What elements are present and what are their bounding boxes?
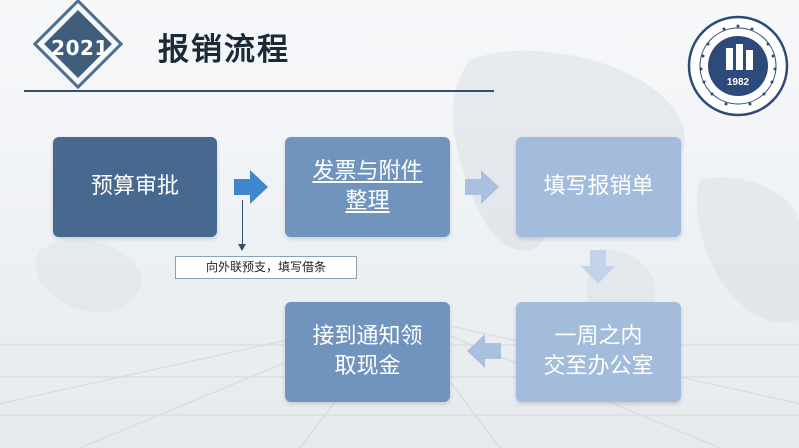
school-logo: 1982 [687,15,789,117]
step-label-line1: 一周之内 [554,324,643,349]
step-label-line1: 接到通知领 [312,324,423,349]
arrow-left-icon [467,334,501,368]
step-fill-form: 填写报销单 [516,137,681,237]
header-divider [24,90,494,92]
year-badge: 2021 [32,0,126,90]
step-label-line2: 取现金 [334,354,401,379]
step-label-line1: 发票与附件 [312,159,423,184]
note-connector [242,200,243,248]
step-submit-office: 一周之内 交至办公室 [516,302,681,402]
note-arrowhead [238,244,246,251]
page-title: 报销流程 [158,32,290,68]
step-label: 填写报销单 [543,174,654,199]
step-budget-approval: 预算审批 [53,137,217,237]
arrow-right-icon [234,170,268,204]
arrow-right-icon [465,170,499,204]
year-label: 2021 [51,36,109,60]
step-label-line2: 交至办公室 [543,354,654,379]
svg-text:1982: 1982 [727,77,750,88]
step-label-line2: 整理 [345,189,390,214]
step-invoice-organize: 发票与附件 整理 [285,137,450,237]
step-label: 预算审批 [90,174,179,199]
arrow-down-icon [581,250,615,284]
advance-note: 向外联预支，填写借条 [175,256,357,279]
step-collect-cash: 接到通知领 取现金 [285,302,450,402]
